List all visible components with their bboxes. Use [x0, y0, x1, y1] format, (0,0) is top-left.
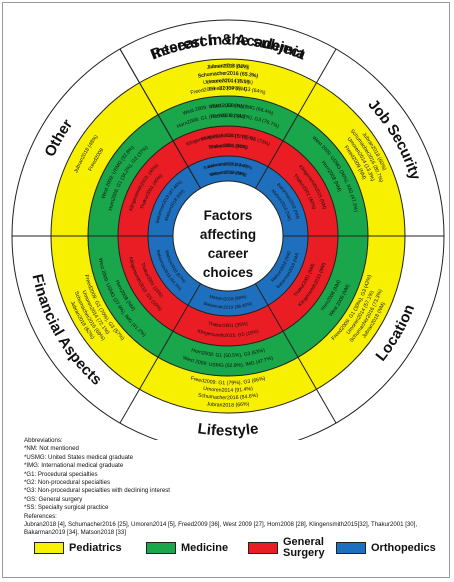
ring-layer	[11, 19, 445, 440]
abbreviations-title: Abbreviations:	[24, 437, 63, 444]
references-title: References:	[24, 512, 57, 520]
abbreviation-item: *SS: Specialty surgical practice	[24, 504, 109, 512]
legend-swatch-orthopedics	[336, 542, 366, 554]
medicine-values-research-academia: Horn2008 (NM)	[210, 113, 245, 120]
figure-frame	[2, 2, 450, 578]
pediatrics-values-research-academia: Umoren2014 (36.1%)	[203, 79, 254, 87]
legend-label-general-surgery: General Surgery	[283, 536, 325, 559]
pediatrics-values-lifestyle: Schumacher2016 (84.6%)	[197, 393, 259, 402]
legend-label-medicine: Medicine	[181, 541, 229, 554]
legend-item-general-surgery: General Surgery	[248, 536, 333, 560]
pediatrics-values-lifestyle: Freed2009: G1 (79%), G3 (66%)	[190, 376, 267, 387]
abbreviation-item: *USMG: United States medical graduate	[24, 453, 134, 461]
legend-item-orthopedics: Orthopedics	[336, 536, 436, 560]
surgery-values-research-academia: Klingensmith2015: (25%)	[201, 133, 256, 143]
abbreviation-item: *NM: Not mentioned	[24, 445, 79, 453]
legend-label-pediatrics: Pediatrics	[69, 541, 122, 554]
abbreviations-block: Abbreviations: *NM: Not mentioned *USMG:…	[24, 437, 436, 538]
pediatrics-values-interest-in-the-subject: Freed2009: G1 (64%), G3 (64%)	[190, 86, 266, 97]
pediatrics-values-interest-in-the-subject: Schumacher2016 (63.3%)	[197, 71, 258, 80]
legend-item-medicine: Medicine	[146, 536, 228, 560]
sector-divider	[119, 283, 201, 424]
legend-label-orthopedics: Orthopedics	[371, 541, 436, 554]
medicine-values-lifestyle: Horn2008: G1 (50.5%), G3 (63%)	[190, 348, 266, 360]
abbreviation-item: *G3: Non-procedural specialties with dec…	[24, 487, 170, 495]
orthopedics-values-lifestyle: Matson2018 (80%)	[209, 294, 248, 302]
orthopedics-values-research-academia: Matson2018 (NM)	[210, 170, 247, 178]
legend-swatch-general-surgery	[248, 542, 278, 554]
orthopedics-values-lifestyle: Bakarman2019 (38.46%)	[203, 301, 253, 310]
abbreviation-item: *GS: General surgery	[24, 495, 83, 503]
sector-divider	[255, 48, 337, 189]
surgery-values-interest-in-the-subject: Thakur2001 (80%)	[208, 143, 249, 151]
center-title: Factors affecting career choices	[200, 208, 256, 280]
center-line-1: Factors	[204, 208, 253, 223]
legend-swatch-pediatrics	[34, 542, 64, 554]
legend-swatch-medicine	[146, 542, 176, 554]
orthopedics-values-interest-in-the-subject: Bakarman2019 (44.42%)	[203, 161, 254, 170]
legend-item-pediatrics: Pediatrics	[34, 536, 122, 560]
pediatrics-values-interest-in-the-subject: Umoren2014 (NM)	[206, 79, 250, 87]
pediatrics-values-research-academia: Schumacher2016 (65.3%)	[197, 71, 258, 80]
abbreviation-item: *G2: Non-procedural specialties	[24, 479, 111, 487]
pediatrics-values-lifestyle: Umoren2014 (91.4%)	[203, 386, 254, 394]
abbreviation-item: *G1: Procedural specialties	[24, 470, 98, 478]
sector-divider	[119, 48, 201, 189]
pediatrics-values-lifestyle: Jubran2018 (66%)	[206, 402, 250, 409]
legend: Pediatrics Medicine General Surgery Orth…	[34, 536, 436, 560]
sector-title-lifestyle: Lifestyle	[197, 420, 260, 439]
center-line-2: affecting	[200, 227, 256, 242]
sector-divider	[255, 283, 337, 424]
abbreviation-item: *IMG: International medical graduate	[24, 462, 124, 470]
pediatrics-values-research-academia: Freed2009 (NM)	[209, 86, 248, 93]
references-text: Jubran2018 [4], Schumacher2016 [25], Umo…	[24, 521, 418, 537]
medicine-values-research-academia: West 2009 (NM)	[210, 103, 247, 110]
surgery-values-research-academia: Thakur2001 (NM)	[209, 143, 248, 151]
spoke-layer	[12, 48, 444, 424]
orthopedics-values-research-academia: Bakarman2019 (NM)	[207, 161, 249, 169]
orthopedics-values-interest-in-the-subject: Matson2018 (88%)	[209, 170, 248, 178]
pediatrics-values-research-academia: Jubran2018 (NM)	[208, 64, 249, 71]
surgery-values-lifestyle: Thakur2001 (35%)	[208, 321, 249, 329]
center-line-3: career	[208, 246, 249, 261]
center-line-4: choices	[203, 265, 253, 280]
pediatrics-values-interest-in-the-subject: Jubran2018 (62%)	[206, 64, 250, 71]
